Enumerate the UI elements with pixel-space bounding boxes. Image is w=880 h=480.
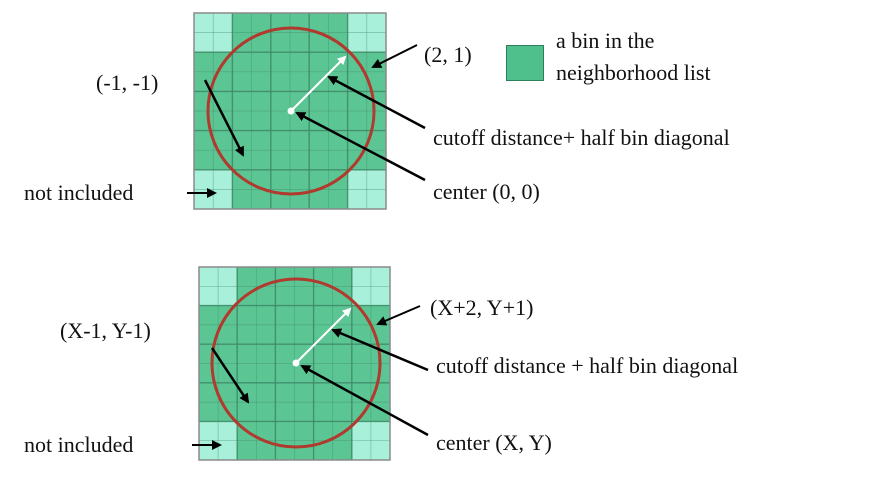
top-far-arrow — [371, 44, 418, 68]
bottom-cutoff-vector — [295, 307, 352, 364]
bottom-vector-label: cutoff distance + half bin diagonal — [436, 353, 739, 378]
top-corner-arrow — [203, 79, 245, 157]
top-vector-arrow — [327, 75, 426, 130]
legend-line-2: neighborhood list — [556, 60, 711, 85]
bottom-far-label: (X+2, Y+1) — [430, 295, 534, 320]
top-center-label: center (0, 0) — [433, 179, 540, 204]
bottom-excluded-label: not included — [24, 432, 134, 457]
legend-line-1: a bin in the — [556, 28, 655, 53]
bottom-corner-label: (X-1, Y-1) — [60, 318, 151, 343]
bottom-center-dot — [292, 359, 300, 367]
bottom-cutoff-circle — [210, 277, 382, 449]
top-vector-label: cutoff distance+ half bin diagonal — [433, 125, 730, 150]
top-grid-border — [193, 12, 387, 210]
bottom-corner-arrow — [210, 347, 250, 404]
top-far-label: (2, 1) — [424, 42, 472, 67]
bottom-vector-arrow — [331, 328, 429, 372]
top-bin-grid — [193, 12, 387, 210]
top-center-arrow — [295, 111, 426, 182]
top-cutoff-vector — [290, 55, 347, 112]
bottom-center-arrow — [300, 364, 429, 437]
top-center-dot — [287, 107, 295, 115]
bottom-grid-border — [198, 266, 391, 461]
legend-swatch — [506, 45, 544, 81]
top-excluded-label: not included — [24, 180, 134, 205]
bottom-center-label: center (X, Y) — [436, 430, 552, 455]
bottom-far-arrow — [376, 305, 421, 326]
top-cutoff-circle — [206, 26, 376, 196]
top-corner-label: (-1, -1) — [96, 70, 159, 95]
